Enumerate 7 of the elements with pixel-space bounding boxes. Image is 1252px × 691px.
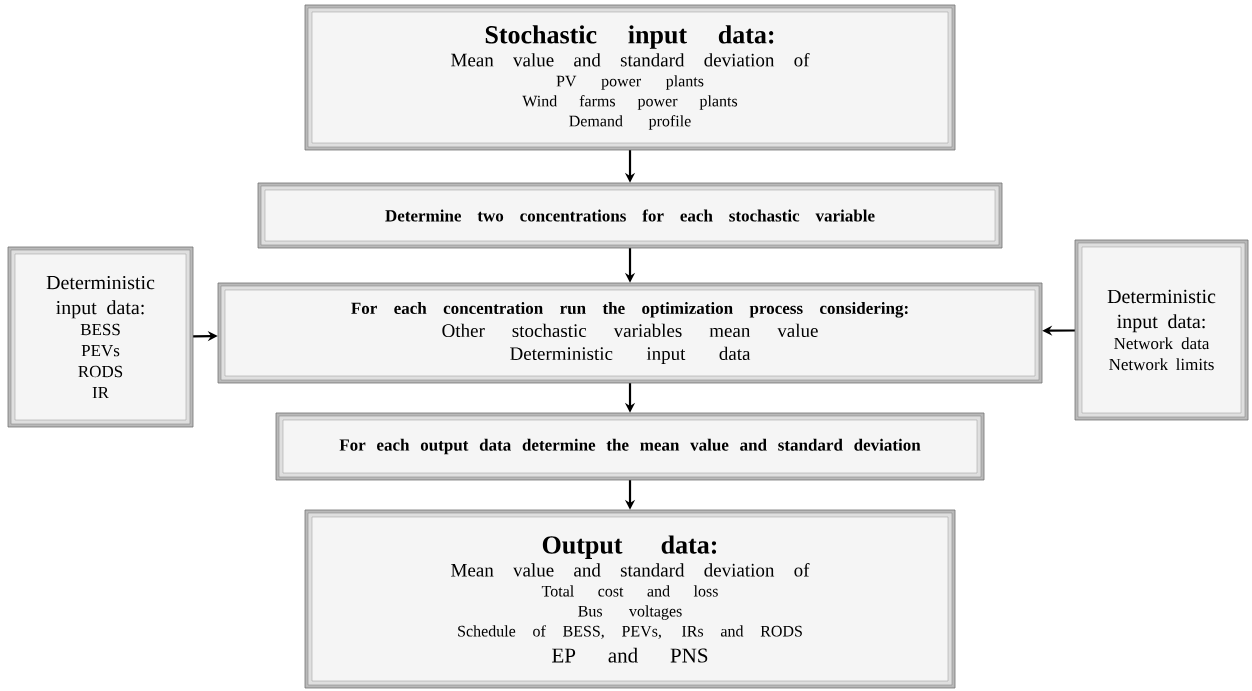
process-box: For each output data determine the mean value and standard deviation	[275, 412, 985, 481]
process-box: For each concentration run the optimization process considering: Other stochastic variables mean value Deterministic input data	[217, 282, 1043, 384]
process-box: Deterministic input data: BESS PEVs RODS IR	[7, 246, 194, 428]
process-box: Determine two concentrations for each stochastic variable	[257, 182, 1003, 249]
process-box: Stochastic input data: Mean value and standard deviation of PV power plants Wind farms power plants Demand profile	[304, 4, 956, 151]
process-box: Output data: Mean value and standard deviation of Total cost and loss Bus voltages Schedule of BESS, PEVs, IRs and RODS EP and PNS	[304, 509, 956, 689]
process-box: Deterministic input data: Network data Network limits	[1074, 239, 1249, 421]
